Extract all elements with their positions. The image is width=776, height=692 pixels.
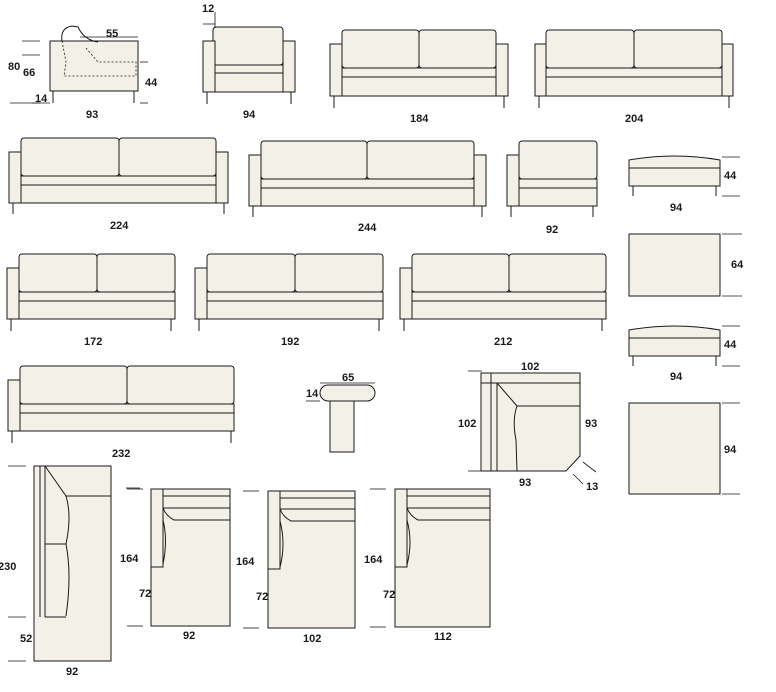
end-unit-232-front <box>7 365 235 443</box>
end-232-width-label: 232 <box>112 448 130 460</box>
corner-right-label: 93 <box>585 418 597 430</box>
side-height-total-label: 80 <box>8 61 20 73</box>
end-unit-192-front <box>194 253 384 331</box>
lounge2-width-label: 102 <box>303 633 321 645</box>
end-unit-172-front <box>6 253 176 331</box>
chaise-width-label: 92 <box>66 666 78 678</box>
chaise-longue-plan <box>8 465 140 662</box>
corner-top-label: 102 <box>521 361 539 373</box>
side-height-back-label: 66 <box>23 67 35 79</box>
end-192-width-label: 192 <box>281 336 299 348</box>
armchair-94-front <box>202 12 296 104</box>
footstool-94-front <box>628 325 740 367</box>
chair-92-width-label: 92 <box>546 224 558 236</box>
lounge-module-92-plan <box>127 488 231 627</box>
ottoman-height-label: 44 <box>724 170 737 182</box>
lounge3-seat-label: 72 <box>383 589 395 601</box>
end-unit-212-front <box>399 253 607 331</box>
square-small-depth-label: 64 <box>731 259 744 271</box>
sofa-244-width-label: 244 <box>358 222 377 234</box>
sofa-184-width-label: 184 <box>410 113 429 125</box>
ottoman-width-label: 94 <box>670 202 683 214</box>
armchair-width-label: 94 <box>243 109 256 121</box>
bolster-diameter-label: 14 <box>306 388 319 400</box>
side-seat-height-label: 44 <box>145 77 158 89</box>
lounge-module-102-plan <box>243 490 356 629</box>
footstool-94-plan <box>628 402 740 495</box>
bolster-length-label: 65 <box>342 372 354 384</box>
lounge1-width-label: 92 <box>183 630 195 642</box>
corner-unit-plan <box>468 370 597 485</box>
footstool-width-label: 94 <box>670 371 683 383</box>
corner-bottom-label: 93 <box>519 477 531 489</box>
sofa-244-front <box>248 140 487 217</box>
sofa-224-front <box>8 137 229 214</box>
end-172-width-label: 172 <box>84 336 102 348</box>
side-leg-height-label: 14 <box>35 93 48 105</box>
chaise-length-label: 230 <box>0 561 16 573</box>
lounge3-length-label: 164 <box>364 554 383 566</box>
footstool-height-label: 44 <box>724 339 737 351</box>
sofa-side-profile <box>10 25 148 104</box>
lounge3-width-label: 112 <box>434 631 452 643</box>
chaise-seat-label: 52 <box>20 633 32 645</box>
bolster-cushion <box>306 382 376 453</box>
side-depth-top-label: 55 <box>106 28 118 40</box>
sofa-204-width-label: 204 <box>625 113 644 125</box>
lounge2-seat-label: 72 <box>256 591 268 603</box>
square-large-depth-label: 94 <box>724 444 737 456</box>
armchair-arm-label: 12 <box>202 3 214 15</box>
sofa-184-front <box>329 29 509 108</box>
chair-92-front <box>506 140 598 217</box>
lounge2-length-label: 164 <box>236 556 255 568</box>
sofa-204-front <box>534 29 734 108</box>
lounge1-seat-label: 72 <box>139 588 151 600</box>
side-depth-label: 93 <box>86 109 98 121</box>
sofa-224-width-label: 224 <box>110 220 129 232</box>
end-212-width-label: 212 <box>494 336 512 348</box>
lounge-module-112-plan <box>370 488 491 628</box>
ottoman-94-front <box>628 155 740 197</box>
corner-left-label: 102 <box>458 418 476 430</box>
corner-cut-label: 13 <box>586 481 598 493</box>
lounge1-length-label: 164 <box>120 553 139 565</box>
ottoman-64-plan <box>628 233 742 297</box>
